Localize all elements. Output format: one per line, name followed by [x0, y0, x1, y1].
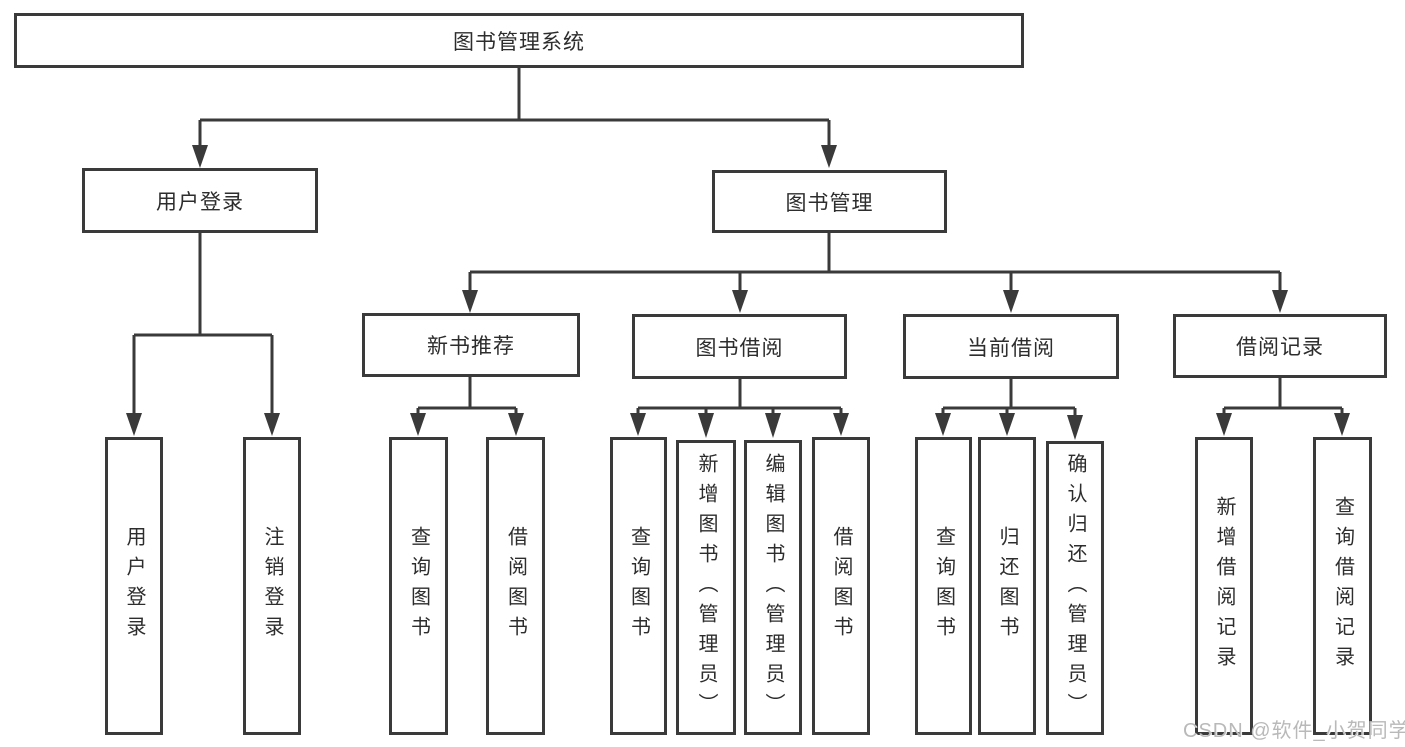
leaf-logout: 注销登录 [243, 437, 301, 735]
leaf-confirm-return-admin: 确认归还（管理员） [1046, 441, 1104, 735]
arrow-down [1216, 413, 1232, 436]
node-label: 图书借阅 [695, 336, 784, 360]
leaf-user-login: 用户登录 [105, 437, 163, 735]
connector-root [192, 68, 837, 168]
node-label: 用户登录 [156, 190, 244, 214]
arrow-down [999, 413, 1015, 436]
node-label: 借阅图书 [830, 526, 852, 646]
arrow-down [1067, 415, 1083, 440]
leaf-borrow-books-rec: 借阅图书 [486, 437, 545, 735]
arrow-down [264, 413, 280, 436]
arrow-down [1272, 290, 1288, 313]
connector-current-borrow [935, 379, 1083, 440]
node-label: 当前借阅 [967, 336, 1055, 360]
node-label: 编辑图书（管理员） [762, 452, 784, 723]
node-borrow-records: 借阅记录 [1173, 314, 1387, 378]
node-book-borrow: 图书借阅 [632, 314, 847, 379]
arrow-down [192, 145, 208, 168]
arrow-down [821, 145, 837, 168]
node-label: 查询图书 [932, 526, 955, 646]
arrow-down [508, 413, 524, 436]
leaf-edit-book-admin: 编辑图书（管理员） [744, 440, 802, 735]
node-label: 确认归还（管理员） [1064, 453, 1086, 723]
connector-book-mgmt [462, 233, 1288, 313]
node-label: 借阅记录 [1236, 336, 1324, 359]
arrow-down [462, 290, 478, 313]
leaf-query-books-current: 查询图书 [915, 437, 972, 735]
connector-new-book-rec [410, 377, 524, 436]
arrow-down [833, 413, 849, 436]
leaf-return-book: 归还图书 [978, 437, 1036, 735]
arrow-down [1003, 290, 1019, 313]
node-current-borrow: 当前借阅 [903, 314, 1119, 379]
leaf-query-books-rec: 查询图书 [389, 437, 448, 735]
arrow-down [126, 413, 142, 436]
watermark-text: CSDN @软件_小贺同学 [1183, 720, 1405, 742]
node-book-mgmt: 图书管理 [712, 170, 947, 233]
leaf-add-book-admin: 新增图书（管理员） [676, 440, 736, 735]
node-label: 借阅图书 [504, 526, 527, 646]
node-label: 新增图书（管理员） [695, 452, 717, 723]
node-label: 查询图书 [407, 526, 430, 646]
node-label: 图书管理系统 [453, 30, 585, 54]
node-label: 新增借阅记录 [1213, 496, 1235, 676]
arrow-down [698, 413, 714, 438]
node-new-book-rec: 新书推荐 [362, 313, 580, 377]
arrow-down [765, 413, 781, 438]
node-user-login: 用户登录 [82, 168, 318, 233]
arrow-down [732, 290, 748, 313]
arrow-down [1334, 413, 1350, 436]
leaf-query-borrow-record: 查询借阅记录 [1313, 437, 1372, 735]
leaf-query-books-borrow: 查询图书 [610, 437, 667, 735]
arrow-down [410, 413, 426, 436]
connector-user-login [126, 233, 280, 436]
node-label: 归还图书 [996, 526, 1018, 646]
arrow-down [630, 413, 646, 436]
node-label: 查询图书 [627, 526, 650, 646]
connector-borrow-records [1216, 378, 1350, 436]
node-root: 图书管理系统 [14, 13, 1024, 68]
arrow-down [935, 413, 951, 436]
connector-book-borrow [630, 379, 849, 438]
node-label: 用户登录 [123, 526, 145, 646]
leaf-borrow-books: 借阅图书 [812, 437, 870, 735]
node-label: 图书管理 [785, 191, 874, 215]
node-label: 新书推荐 [427, 335, 515, 358]
node-label: 注销登录 [261, 526, 283, 646]
node-label: 查询借阅记录 [1331, 496, 1354, 676]
leaf-add-borrow-record: 新增借阅记录 [1195, 437, 1253, 735]
